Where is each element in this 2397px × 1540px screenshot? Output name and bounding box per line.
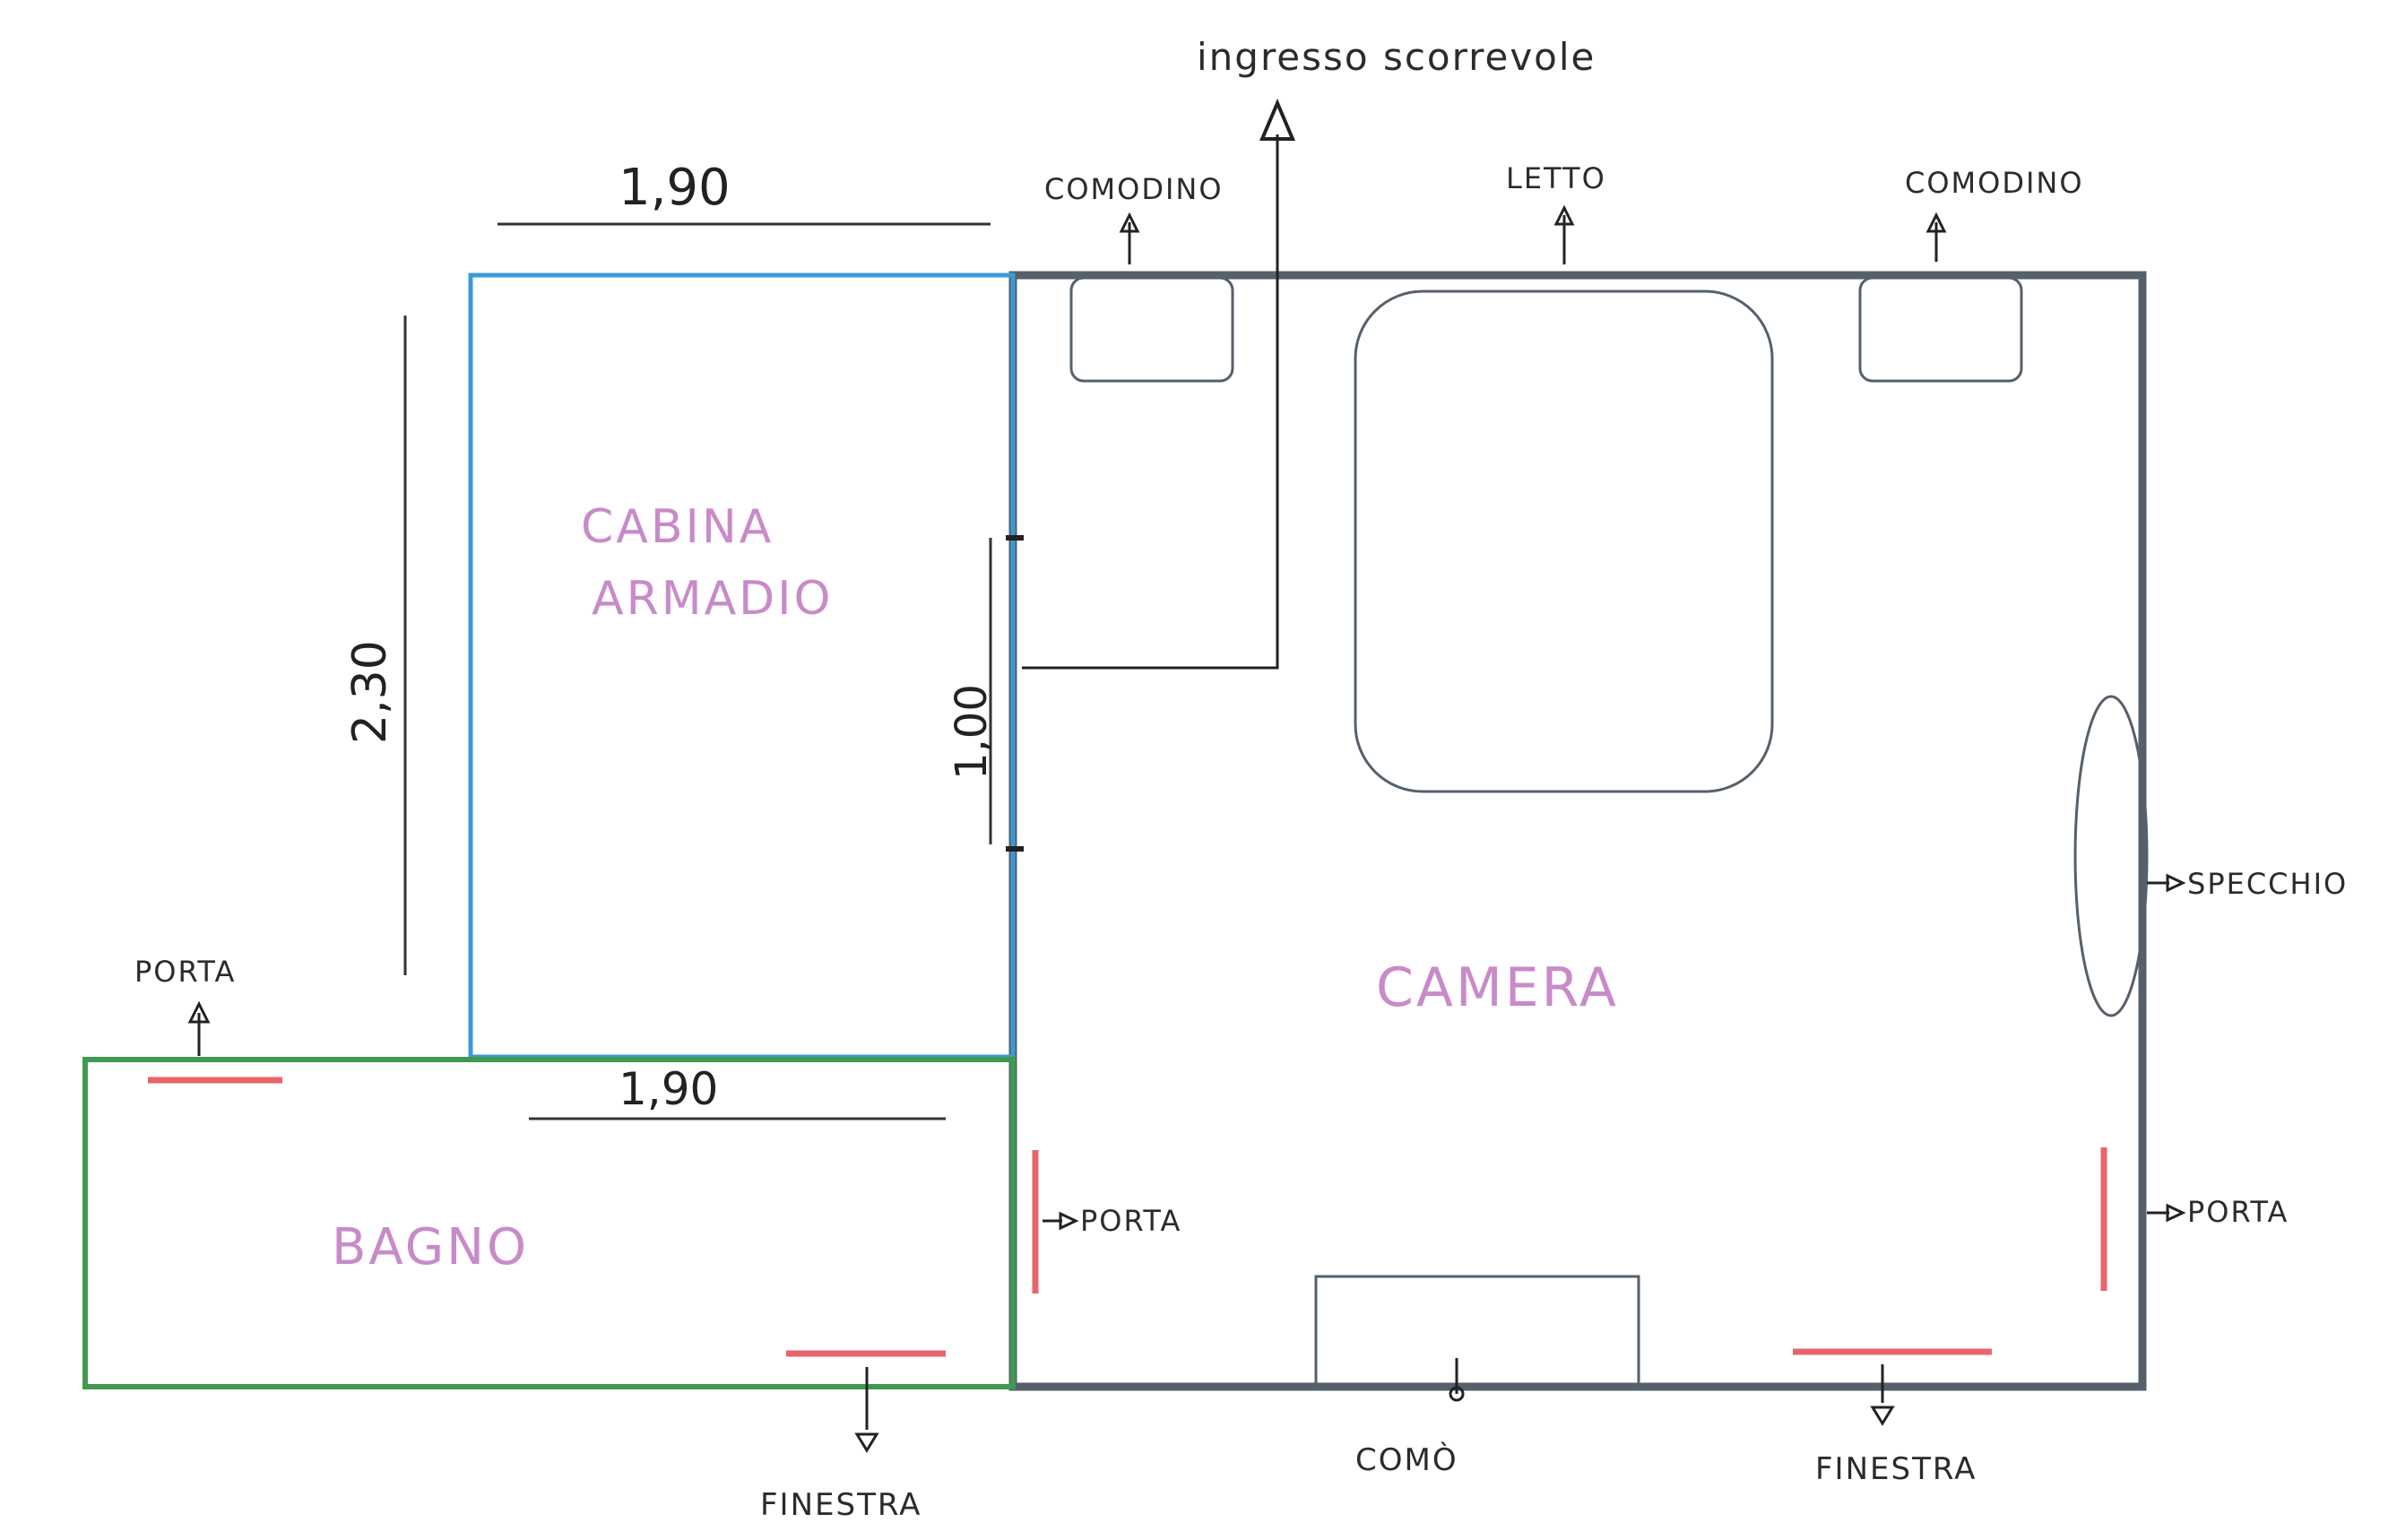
porta-camera-right-arrowhead (2166, 1203, 2186, 1223)
label-porta-camera-left: PORTA (1080, 1204, 1181, 1238)
dim-cabina-height: 2,30 (343, 640, 397, 744)
cabina-armadio-walls (468, 273, 1016, 1060)
como (1314, 1275, 1640, 1389)
bagno-walls (82, 1057, 1016, 1389)
comodino-left-arrowhead (1119, 212, 1140, 233)
comodino-left (1069, 276, 1234, 383)
letto-arrowhead (1553, 204, 1575, 226)
label-porta-camera-right: PORTA (2187, 1195, 2289, 1229)
camera-walls (1008, 271, 2147, 1391)
porta-bagno-arrowhead (187, 1000, 211, 1024)
specchio (2073, 695, 2149, 1017)
comodino-right-arrowhead (1925, 212, 1947, 233)
label-comodino-right: COMODINO (1905, 166, 2084, 200)
label-como: COMÒ (1355, 1441, 1458, 1478)
letto (1354, 290, 1774, 793)
finestra-camera-arrowhead (1870, 1406, 1895, 1426)
comodino-right (1858, 276, 2023, 383)
label-specchio: SPECCHIO (2187, 867, 2348, 901)
label-letto: LETTO (1506, 161, 1606, 195)
dim-cabina-width: 1,90 (619, 159, 731, 217)
ingresso-arrowhead (1259, 98, 1296, 141)
room-label-camera: CAMERA (1376, 956, 1619, 1019)
dim-door-width: 1,00 (947, 684, 997, 780)
label-finestra-camera: FINESTRA (1815, 1451, 1977, 1487)
como-marker (1449, 1386, 1465, 1402)
label-finestra-bagno: FINESTRA (760, 1487, 922, 1523)
specchio-arrowhead (2166, 873, 2186, 893)
label-porta-bagno: PORTA (134, 955, 236, 989)
finestra-bagno-arrowhead (854, 1432, 879, 1453)
dim-bagno-width: 1,90 (619, 1063, 718, 1115)
porta-camera-left-arrowhead (1059, 1211, 1079, 1231)
label-ingresso: ingresso scorrevole (1197, 35, 1596, 79)
room-label-cabina-line1: CABINA (581, 500, 774, 554)
room-label-cabina-line2: ARMADIO (592, 572, 833, 626)
label-comodino-left: COMODINO (1044, 172, 1224, 206)
room-label-bagno: BAGNO (332, 1218, 529, 1276)
ingresso-leader (1022, 134, 1279, 670)
